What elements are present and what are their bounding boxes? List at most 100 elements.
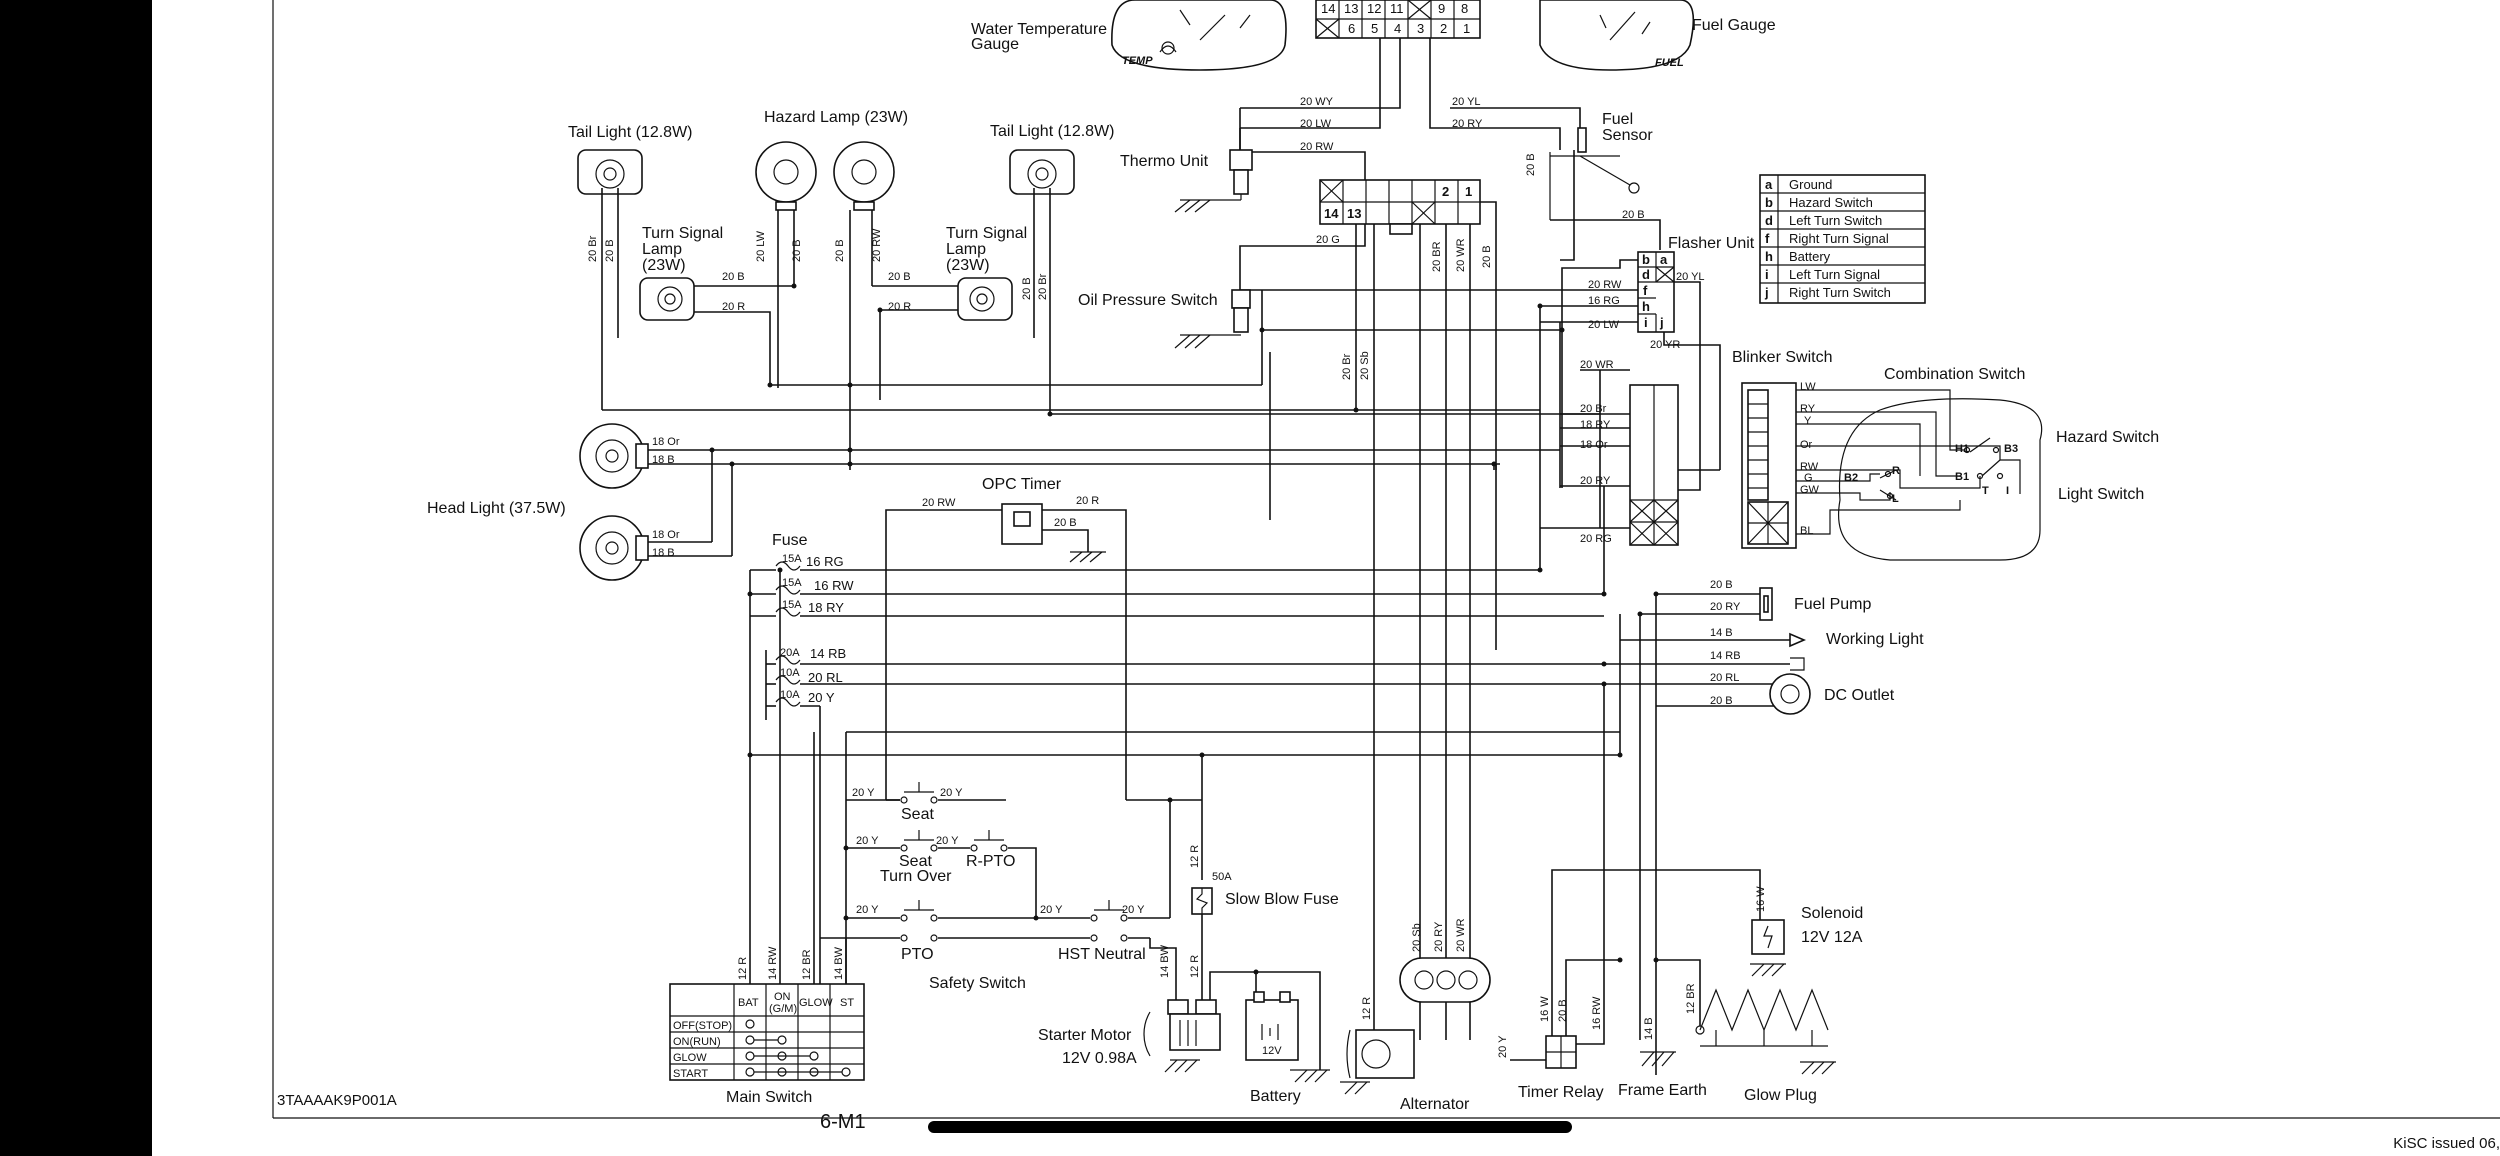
label-timer-relay: Timer Relay [1518,1084,1604,1101]
ms-st: ST [840,997,854,1009]
cs-t: T [1982,485,1989,497]
legend-key-d: d [1765,213,1773,228]
w-bw-14: 14 BW [1159,944,1171,978]
fuse-3-rating: 15A [782,599,802,611]
ct-1-2: 12 [1367,1,1381,16]
ms-row-start: START [673,1068,708,1080]
water-temperature-gauge: TEMP [1111,0,1287,71]
w-g: 20 G [1316,234,1340,246]
label-hazard-lamp: Hazard Lamp (23W) [764,109,908,126]
w-y-sto2: 20 Y [936,835,959,847]
hst-neutral-switch [1010,900,1170,942]
label-combination-switch: Combination Switch [1884,366,2025,383]
w-wr-alt: 20 WR [1455,918,1467,952]
tail-light-right [1009,149,1075,195]
w-wr-bl: 20 WR [1580,359,1614,371]
dc-outlet [1769,673,1811,715]
label-head-light: Head Light (37.5W) [427,500,566,517]
working-light [1789,632,1807,648]
w-sb-alt: 20 Sb [1411,923,1423,952]
label-turn-lamp-left-3: (23W) [642,257,686,274]
w-rw-haz: 20 RW [871,228,883,262]
fuse-5-wire: 20 RL [808,670,843,685]
horizontal-scrollbar[interactable] [928,1121,1572,1133]
w-y-hst2: 20 Y [1122,904,1145,916]
tail-light-left [577,149,643,195]
w-b-conn: 20 B [1481,245,1493,268]
top-connector: 14 13 12 11 9 8 6 5 4 3 2 1 [1315,0,1481,39]
w-rl-dc: 20 RL [1710,672,1739,684]
w-b-dc: 20 B [1710,695,1733,707]
temp-text: TEMP [1122,55,1153,67]
ct-1-6: 8 [1461,1,1468,16]
w-w-sol: 16 W [1755,886,1767,912]
label-hst-neutral: HST Neutral [1058,946,1146,963]
junction-dots [709,283,1659,975]
label-alternator: Alternator [1400,1096,1470,1113]
label-battery: Battery [1250,1088,1301,1105]
bp-y: Y [1804,415,1812,427]
w-br-bl: 20 Br [1580,403,1607,415]
w-br-gp: 12 BR [1685,983,1697,1014]
w-rw-opc: 20 RW [922,497,956,509]
thermo-unit [1174,149,1253,213]
fuse-1-rating: 15A [782,553,802,565]
label-safety-switch: Safety Switch [929,975,1026,992]
w-ry-alt: 20 RY [1433,921,1445,952]
label-starter-motor-2: 12V 0.98A [1062,1050,1137,1067]
w-yr-fl: 20 YR [1650,339,1680,351]
label-fuse: Fuse [772,532,808,549]
cm-13: 13 [1347,206,1361,221]
legend-left-turn-sig: Left Turn Signal [1789,267,1880,282]
w-b-turnr: 20 B [888,271,911,283]
legend-right-turn-sig: Right Turn Signal [1789,231,1889,246]
cs-i: I [2006,485,2009,497]
alternator-connector [1399,957,1491,1003]
cs-b1: B1 [1955,471,1969,483]
label-frame-earth: Frame Earth [1618,1082,1707,1099]
w-rw-tr: 16 RW [1591,996,1603,1030]
fl-d: d [1642,267,1650,282]
w-r-12c: 12 R [1361,997,1373,1020]
fuel-pump [1759,587,1773,621]
w-ry-bl: 18 RY [1580,419,1611,431]
fuse-2-wire: 16 RW [814,578,854,593]
flasher-unit: b a d f h i j [1637,251,1675,333]
fuse-4-rating: 20A [780,647,800,659]
label-water-temp-gauge-2: Gauge [971,36,1019,53]
ct-1-0: 14 [1321,1,1335,16]
issue-text: KiSC issued 06, [2393,1135,2500,1152]
starter-motor [1143,999,1221,1073]
blinker-switch-connector [1629,384,1679,546]
w-y-tr: 20 Y [1497,1035,1509,1058]
ms-on-gm: (G/M) [769,1003,797,1015]
ct-2-6: 1 [1463,21,1470,36]
bp-lw: LW [1800,381,1816,393]
cs-r: R [1892,465,1900,477]
label-hazard-switch: Hazard Switch [2056,429,2159,446]
cm-1: 1 [1465,184,1472,199]
legend-key-i: i [1765,267,1769,282]
w-ry-bl2: 20 RY [1580,475,1611,487]
fuse-6-rating: 10A [780,689,800,701]
label-fuel-sensor-2: Sensor [1602,127,1653,144]
fuse-6-wire: 20 Y [808,690,835,705]
w-y-seat1: 20 Y [852,787,875,799]
w-ms-bw: 14 BW [833,946,845,980]
frame-earth [1640,1051,1676,1067]
label-blinker-switch: Blinker Switch [1732,349,1832,366]
w-b-fuel2: 20 B [1622,209,1645,221]
legend-left-turn-sw: Left Turn Switch [1789,213,1882,228]
turn-signal-lamp-right [957,277,1013,321]
w-lw-haz: 20 LW [755,230,767,262]
hazard-lamp-right [833,141,895,211]
label-turn-lamp-left-2: Lamp [642,241,682,258]
w-wy: 20 WY [1300,96,1334,108]
w-b-pump: 20 B [1710,579,1733,591]
ms-bat: BAT [738,997,759,1009]
legend-battery: Battery [1789,249,1831,264]
w-br-left: 20 Br [587,235,599,262]
w-ms-r: 12 R [737,957,749,980]
legend-table: a Ground b Hazard Switch d Left Turn Swi… [1759,174,1926,304]
cm-2: 2 [1442,184,1449,199]
